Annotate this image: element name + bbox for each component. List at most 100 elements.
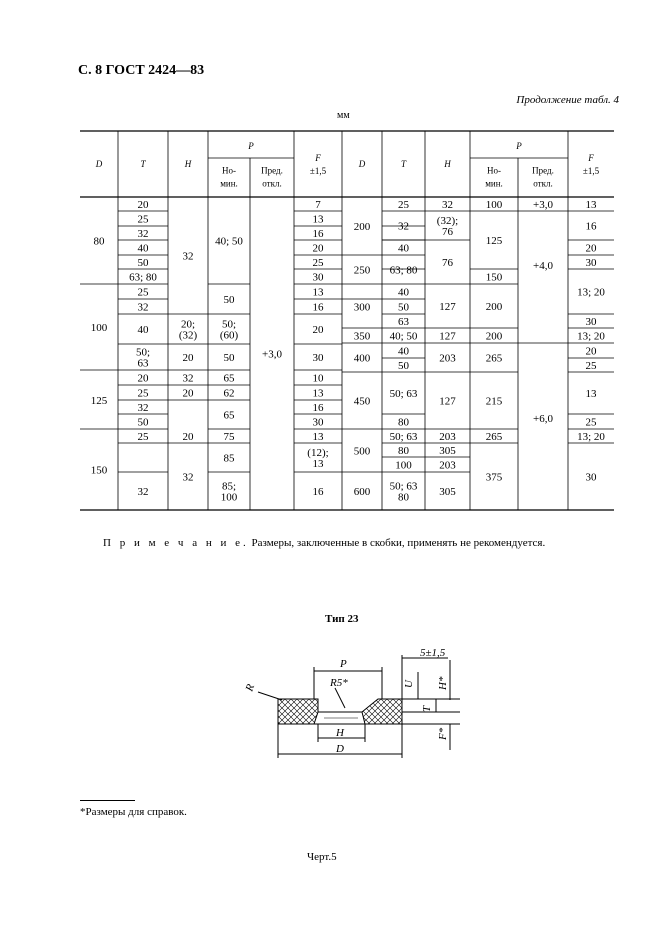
table-cell: 125 xyxy=(486,235,503,247)
table-cell: 500 xyxy=(354,445,371,457)
table-cell: 76 xyxy=(442,226,454,238)
header-f: F xyxy=(587,153,594,163)
table-cell: 305 xyxy=(439,486,456,498)
note-text: Размеры, заключенные в скобки, применять… xyxy=(251,537,546,549)
table-cell: 10 xyxy=(313,372,325,384)
label-h: H xyxy=(335,727,345,739)
table-cell: 13 xyxy=(586,199,598,211)
table-cell: 125 xyxy=(91,395,108,407)
table-cell: 30 xyxy=(586,257,598,269)
section-right xyxy=(361,698,403,725)
table-cell: 62 xyxy=(224,387,235,399)
table-cell: 203 xyxy=(439,459,456,471)
table-cell: 13; 20 xyxy=(577,431,605,443)
table-cell: 30 xyxy=(313,352,325,364)
table-cell: 600 xyxy=(354,486,371,498)
label-s: 5±1,5 xyxy=(420,647,446,659)
table-cell: 13; 20 xyxy=(577,330,605,342)
table-cell: 63; 80 xyxy=(129,271,157,283)
table-cell: 150 xyxy=(486,271,503,283)
table-continuation: Продолжение табл. 4 xyxy=(516,94,619,106)
table-cell: 65 xyxy=(224,409,236,421)
table-cell: 13 xyxy=(313,458,325,470)
table-cell: 200 xyxy=(486,330,503,342)
header-pred: откл. xyxy=(533,179,552,189)
table-cell: 20 xyxy=(586,345,598,357)
table-cell: 20 xyxy=(183,387,195,399)
table-cell: 40; 50 xyxy=(215,235,243,247)
table-cell: 20 xyxy=(313,242,325,254)
table-cell: 13 xyxy=(313,431,325,443)
table-cell: (60) xyxy=(220,329,239,341)
table-cell: 450 xyxy=(354,395,371,407)
table-cell: 100 xyxy=(395,459,412,471)
table-cell: 16 xyxy=(313,486,325,498)
figure-caption: Черт.5 xyxy=(307,851,337,863)
table-cell: 76 xyxy=(442,257,454,269)
table-cell: 40; 50 xyxy=(390,330,418,342)
table-cell: 63; 80 xyxy=(390,264,418,276)
table-cell: 20 xyxy=(138,199,150,211)
table-cell: 85 xyxy=(224,452,236,464)
header-h: H xyxy=(443,159,451,169)
table-cell: (32); xyxy=(437,215,458,227)
footnote-rule xyxy=(80,800,135,801)
table-cell: 203 xyxy=(439,352,456,364)
table-cell: +4,0 xyxy=(533,260,553,272)
table-cell: (32) xyxy=(179,329,198,341)
header-p: P xyxy=(247,141,254,151)
section-left xyxy=(277,698,319,725)
table-cell: (12); xyxy=(307,447,328,459)
label-f-star: F* xyxy=(437,727,449,741)
table-cell: 30 xyxy=(586,471,598,483)
header-pred: Пред. xyxy=(532,166,554,176)
table-cell: 215 xyxy=(486,395,503,407)
table-cell: +3,0 xyxy=(262,348,282,360)
header-f-tol: ±1,5 xyxy=(310,166,327,176)
table-cell: 50; xyxy=(222,318,236,330)
table-cell: 40 xyxy=(398,242,410,254)
table-cell: 265 xyxy=(486,352,503,364)
table-cell: 13 xyxy=(313,286,325,298)
table-cell: 200 xyxy=(354,221,371,233)
header-h: H xyxy=(184,159,192,169)
table-cell: 20 xyxy=(183,352,195,364)
table-cell: 32 xyxy=(138,486,149,498)
table-cell: 13 xyxy=(313,387,325,399)
table-cell: +3,0 xyxy=(533,199,553,211)
table-cell: 200 xyxy=(486,301,503,313)
table-cell: 32 xyxy=(442,199,453,211)
table-cell: 16 xyxy=(313,402,325,414)
label-r5: R5* xyxy=(329,677,348,689)
table-cell: 50 xyxy=(398,360,410,372)
table-cell: 65 xyxy=(224,372,236,384)
table-cell: 32 xyxy=(138,402,149,414)
table-cell: 40 xyxy=(138,242,150,254)
table-cell: 13 xyxy=(586,388,598,400)
header-t: T xyxy=(401,159,407,169)
units-label: мм xyxy=(337,110,350,121)
table-cell: 75 xyxy=(224,431,236,443)
table-cell: 32 xyxy=(138,228,149,240)
table-cell: 50 xyxy=(138,416,150,428)
header-nom: Но- xyxy=(487,166,501,176)
table-cell: 100 xyxy=(91,322,108,334)
table-cell: 63 xyxy=(138,357,150,369)
table-cell: 40 xyxy=(398,345,410,357)
label-u: U xyxy=(403,679,415,688)
table-cell: 30 xyxy=(313,271,325,283)
table-cell: 50 xyxy=(224,294,236,306)
table-cell: 80 xyxy=(398,491,410,503)
table-cell: 13; 20 xyxy=(577,286,605,298)
table-cell: 350 xyxy=(354,330,371,342)
label-r: R xyxy=(243,682,257,694)
header-nom: Но- xyxy=(222,166,236,176)
table-note: П р и м е ч а н и е. Размеры, заключенны… xyxy=(103,537,545,549)
header-p: P xyxy=(515,141,522,151)
table-cell: 50; 63 xyxy=(390,388,418,400)
table-cell: 300 xyxy=(354,301,371,313)
table-cell: 265 xyxy=(486,431,503,443)
table-cell: 20; xyxy=(181,318,195,330)
table-cell: 50; xyxy=(136,346,150,358)
